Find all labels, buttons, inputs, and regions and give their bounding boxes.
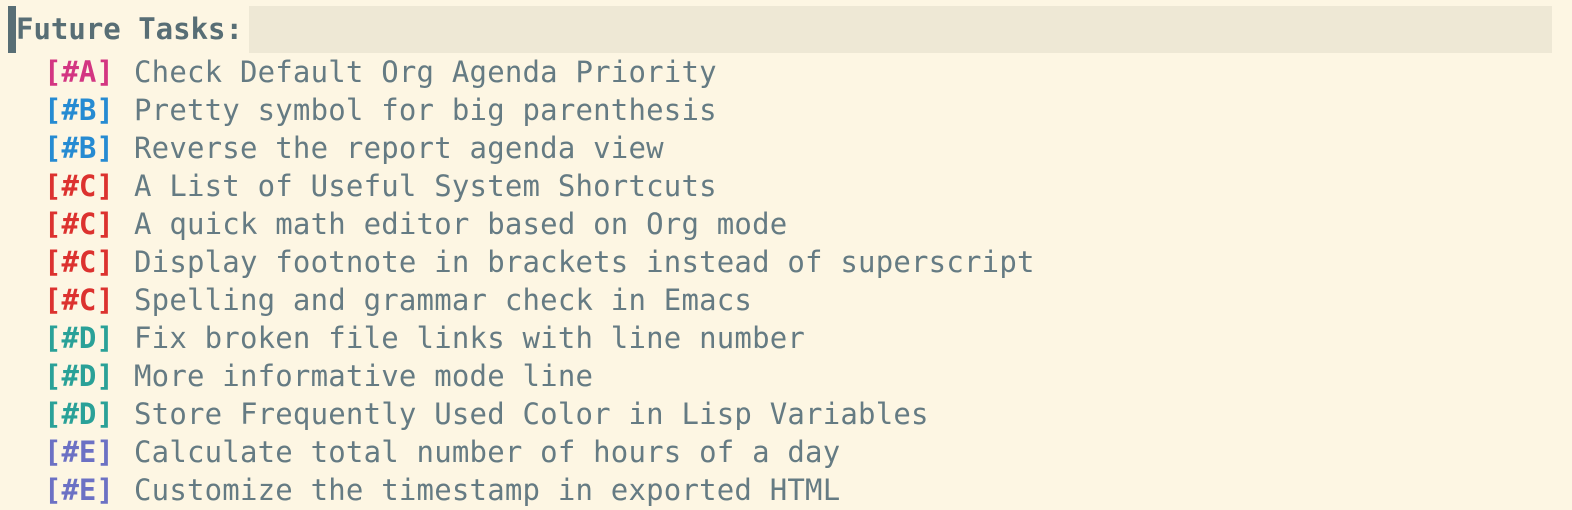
task-row[interactable]: [#C] Spelling and grammar check in Emacs — [44, 281, 1035, 319]
section-header-marker — [8, 6, 16, 53]
task-list: [#A] Check Default Org Agenda Priority [… — [44, 53, 1035, 509]
task-title: Fix broken file links with line number — [134, 321, 806, 355]
priority-cookie: [#C] — [44, 169, 114, 203]
priority-cookie: [#C] — [44, 283, 114, 317]
task-row[interactable]: [#D] More informative mode line — [44, 357, 1035, 395]
task-title: A List of Useful System Shortcuts — [134, 169, 717, 203]
task-title: Check Default Org Agenda Priority — [134, 55, 717, 89]
task-row[interactable]: [#D] Store Frequently Used Color in Lisp… — [44, 395, 1035, 433]
priority-cookie: [#D] — [44, 397, 114, 431]
priority-cookie: [#B] — [44, 93, 114, 127]
priority-cookie: [#D] — [44, 359, 114, 393]
task-row[interactable]: [#E] Customize the timestamp in exported… — [44, 471, 1035, 509]
task-title: Display footnote in brackets instead of … — [134, 245, 1035, 279]
agenda-section-header: Future Tasks: — [8, 6, 1552, 53]
task-row[interactable]: [#A] Check Default Org Agenda Priority — [44, 53, 1035, 91]
priority-cookie: [#D] — [44, 321, 114, 355]
priority-cookie: [#A] — [44, 55, 114, 89]
task-title: More informative mode line — [134, 359, 594, 393]
section-title: Future Tasks: — [8, 6, 249, 53]
task-title: A quick math editor based on Org mode — [134, 207, 788, 241]
task-row[interactable]: [#D] Fix broken file links with line num… — [44, 319, 1035, 357]
priority-cookie: [#E] — [44, 435, 114, 469]
task-row[interactable]: [#B] Pretty symbol for big parenthesis — [44, 91, 1035, 129]
task-title: Spelling and grammar check in Emacs — [134, 283, 753, 317]
priority-cookie: [#B] — [44, 131, 114, 165]
priority-cookie: [#C] — [44, 245, 114, 279]
task-title: Reverse the report agenda view — [134, 131, 664, 165]
priority-cookie: [#E] — [44, 473, 114, 507]
task-row[interactable]: [#C] Display footnote in brackets instea… — [44, 243, 1035, 281]
task-title: Store Frequently Used Color in Lisp Vari… — [134, 397, 929, 431]
task-row[interactable]: [#E] Calculate total number of hours of … — [44, 433, 1035, 471]
task-row[interactable]: [#C] A quick math editor based on Org mo… — [44, 205, 1035, 243]
task-title: Calculate total number of hours of a day — [134, 435, 841, 469]
task-row[interactable]: [#C] A List of Useful System Shortcuts — [44, 167, 1035, 205]
priority-cookie: [#C] — [44, 207, 114, 241]
task-row[interactable]: [#B] Reverse the report agenda view — [44, 129, 1035, 167]
task-title: Pretty symbol for big parenthesis — [134, 93, 717, 127]
task-title: Customize the timestamp in exported HTML — [134, 473, 841, 507]
